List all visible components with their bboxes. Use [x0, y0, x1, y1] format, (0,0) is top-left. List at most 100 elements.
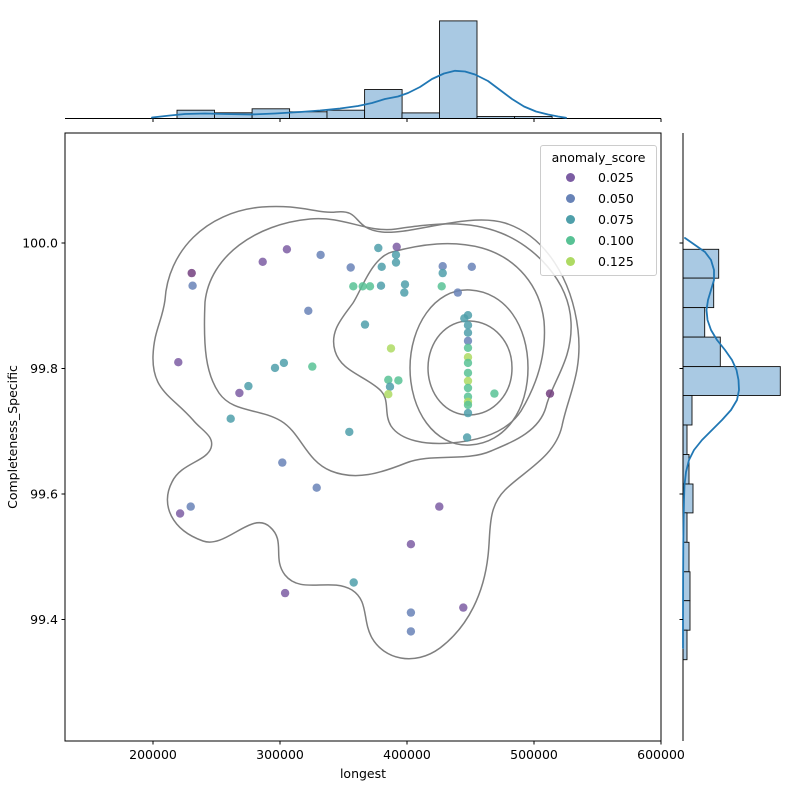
scatter-point — [545, 389, 555, 398]
scatter-point — [463, 358, 473, 368]
scatter-point — [304, 306, 313, 315]
legend-entry: 0.125 — [541, 251, 656, 272]
scatter-point — [174, 358, 183, 367]
scatter-point — [463, 376, 473, 386]
scatter-point — [365, 282, 375, 291]
scatter-point — [459, 603, 468, 612]
x-axis-label: longest — [340, 766, 386, 781]
right-hist-bar — [682, 600, 691, 631]
legend-entry: 0.100 — [541, 230, 656, 251]
right-hist-bar — [682, 395, 693, 426]
y-tick-label: 100.0 — [22, 235, 58, 250]
right-marginal-histogram — [682, 133, 781, 741]
scatter-point — [235, 388, 244, 398]
scatter-point — [374, 243, 383, 253]
scatter-point — [463, 400, 473, 410]
contour-line — [203, 217, 572, 477]
legend-entry-label: 0.125 — [598, 254, 634, 269]
scatter-point — [463, 336, 473, 346]
scatter-point — [391, 250, 401, 260]
x-tick-label: 200000 — [129, 747, 177, 762]
top-hist-bar — [326, 109, 366, 119]
scatter-point — [280, 588, 290, 598]
scatter-point — [406, 627, 416, 636]
scatter-point — [463, 311, 473, 320]
scatter-point — [345, 427, 354, 437]
x-tick-label: 600000 — [637, 747, 685, 762]
scatter-point — [384, 390, 393, 399]
scatter-point — [377, 262, 386, 271]
right-hist-bar — [682, 424, 688, 455]
scatter-point — [463, 328, 473, 337]
legend-swatch-icon — [566, 236, 575, 245]
y-tick-label: 99.6 — [30, 486, 58, 501]
right-kde-curve — [682, 237, 740, 649]
scatter-point — [244, 381, 253, 391]
legend-entry-label: 0.025 — [598, 170, 634, 185]
scatter-point — [360, 320, 370, 329]
scatter-point — [463, 383, 473, 393]
scatter-point — [463, 321, 473, 330]
scatter-point — [438, 268, 447, 278]
scatter-point — [308, 362, 317, 371]
scatter-point — [258, 257, 267, 266]
scatter-point — [394, 376, 403, 385]
scatter-point — [270, 363, 280, 373]
scatter-point — [175, 509, 185, 518]
legend-entry-label: 0.050 — [598, 191, 634, 206]
right-hist-bar — [682, 307, 706, 338]
legend-swatch-icon — [566, 173, 575, 182]
scatter-point — [435, 502, 444, 511]
scatter-point — [392, 242, 401, 251]
top-marginal-histogram — [65, 20, 661, 119]
contour-line — [409, 289, 529, 446]
scatter-point — [386, 344, 396, 353]
scatter-point — [312, 483, 321, 492]
scatter-point — [186, 502, 195, 511]
top-hist-bar — [401, 112, 440, 119]
scatter-point — [467, 262, 476, 271]
scatter-point — [187, 268, 196, 278]
scatter-point — [188, 281, 197, 290]
main-axes-box — [64, 132, 662, 742]
scatter-point — [384, 375, 393, 384]
scatter-point — [463, 408, 473, 418]
scatter-point — [349, 282, 358, 291]
scatter-point — [278, 458, 287, 467]
scatter-point — [462, 433, 472, 442]
scatter-point — [376, 281, 386, 290]
y-tick-label: 99.4 — [30, 612, 58, 627]
right-hist-bar — [682, 336, 721, 368]
y-axis-label: Completeness_Specific — [5, 365, 20, 509]
scatter-point — [282, 245, 292, 254]
scatter-point — [316, 250, 325, 260]
top-hist-bar — [439, 20, 478, 119]
legend-entry: 0.075 — [541, 209, 656, 230]
legend-entry: 0.025 — [541, 167, 656, 188]
legend-swatch-icon — [566, 215, 575, 224]
contour-line — [332, 242, 546, 445]
right-hist-bar — [682, 366, 781, 396]
scatter-point — [437, 282, 446, 291]
scatter-point — [400, 288, 409, 297]
scatter-point — [385, 382, 395, 391]
top-kde-curve — [151, 69, 567, 119]
scatter-point — [279, 358, 289, 368]
scatter-point — [490, 389, 499, 398]
scatter-point — [463, 343, 473, 352]
legend-swatch-icon — [566, 194, 575, 203]
scatter-point — [463, 368, 473, 378]
legend-entry-label: 0.100 — [598, 233, 634, 248]
scatter-point — [349, 578, 358, 587]
legend-entries: 0.025 0.050 0.075 0.100 0.125 — [541, 167, 656, 272]
scatter-point — [406, 540, 416, 549]
x-tick-label: 300000 — [256, 747, 304, 762]
scatter-point — [400, 280, 410, 289]
legend-entry-label: 0.075 — [598, 212, 634, 227]
legend-entry: 0.050 — [541, 188, 656, 209]
kde-contours — [152, 205, 580, 660]
